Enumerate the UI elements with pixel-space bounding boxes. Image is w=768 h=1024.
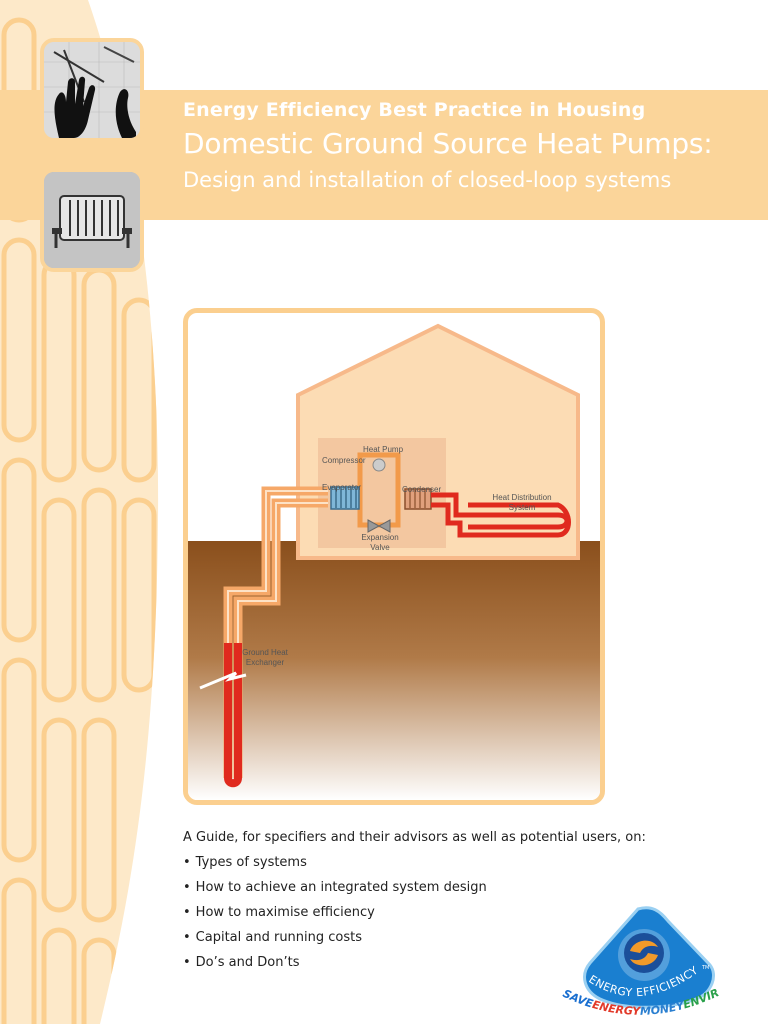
list-item: Capital and running costs	[183, 930, 653, 946]
header-text: Energy Efficiency Best Practice in Housi…	[183, 96, 713, 196]
series-title: Energy Efficiency Best Practice in Housi…	[183, 99, 646, 121]
heat-pump-diagram: Heat Pump Compressor Evaporator Condense…	[183, 308, 605, 805]
logo-trademark: TM	[701, 965, 709, 971]
list-item: Types of systems	[183, 855, 653, 871]
page-title: Domestic Ground Source Heat Pumps:	[183, 127, 713, 160]
label-condenser: Condenser	[402, 485, 442, 494]
page-subtitle: Design and installation of closed-loop s…	[183, 168, 672, 192]
guide-topics-list: Types of systems How to achieve an integ…	[183, 855, 653, 971]
list-item: How to maximise efficiency	[183, 905, 653, 921]
heat-pump-diagram-graphic	[188, 323, 600, 800]
label-evaporator: Evaporator	[322, 483, 362, 492]
list-item: How to achieve an integrated system desi…	[183, 880, 653, 896]
ground	[188, 541, 600, 800]
guide-summary: A Guide, for specifiers and their adviso…	[183, 830, 653, 980]
energy-efficiency-logo: ENERGY EFFICIENCY TM SAVEENERGYMONEYENVI…	[560, 903, 721, 1018]
radiator-icon	[40, 168, 144, 272]
label-compressor: Compressor	[322, 456, 366, 465]
label-heat-pump: Heat Pump	[363, 445, 404, 454]
hands-and-compass-icon	[40, 38, 144, 142]
list-item: Do’s and Don’ts	[183, 955, 653, 971]
guide-intro: A Guide, for specifiers and their adviso…	[183, 830, 646, 845]
